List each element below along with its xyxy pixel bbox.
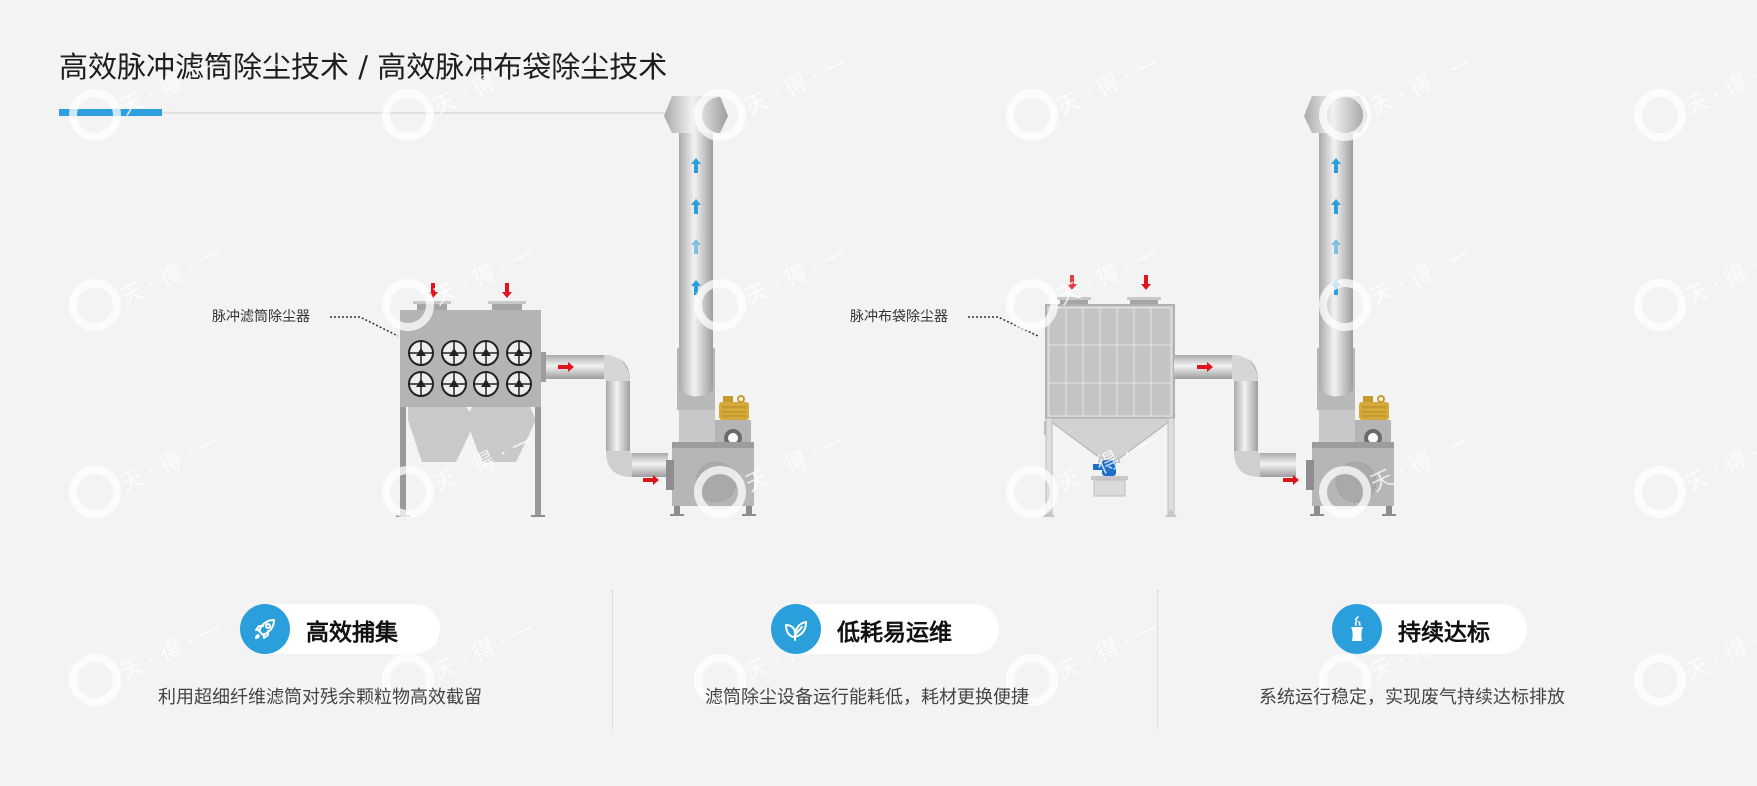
feature-badge: [1332, 604, 1382, 654]
bag-collector: [1043, 275, 1177, 517]
feature-title: 持续达标: [1398, 620, 1490, 646]
leaf-icon: [785, 621, 807, 641]
feature-description: 系统运行稳定，实现废气持续达标排放: [1259, 687, 1565, 708]
callout-leader-2: [968, 316, 1039, 337]
duct-1: [546, 355, 668, 485]
title-underline: [59, 112, 673, 114]
feature-divider: [1157, 590, 1158, 730]
feature-badge: [771, 604, 821, 654]
chimney-icon: [1351, 616, 1363, 641]
fan-and-stack-1: [664, 96, 756, 516]
fan-and-stack-2: [1304, 96, 1396, 516]
cartridge-collector: [396, 283, 546, 517]
filter-bags: [1048, 307, 1172, 417]
feature-description: 利用超细纤维滤筒对残余颗粒物高效截留: [158, 687, 482, 708]
feature-divider: [612, 590, 613, 730]
callout-leader-1: [330, 316, 399, 337]
duct-2: [1174, 355, 1299, 485]
feature-description: 滤筒除尘设备运行能耗低，耗材更换便捷: [705, 687, 1029, 708]
rocket-icon: [255, 619, 275, 639]
feature-title: 高效捕集: [306, 620, 398, 646]
feature-title: 低耗易运维: [837, 620, 952, 646]
feature-badge: [240, 604, 290, 654]
callout-label-cartridge: 脉冲滤筒除尘器: [212, 309, 310, 325]
callout-label-bag: 脉冲布袋除尘器: [850, 309, 948, 325]
